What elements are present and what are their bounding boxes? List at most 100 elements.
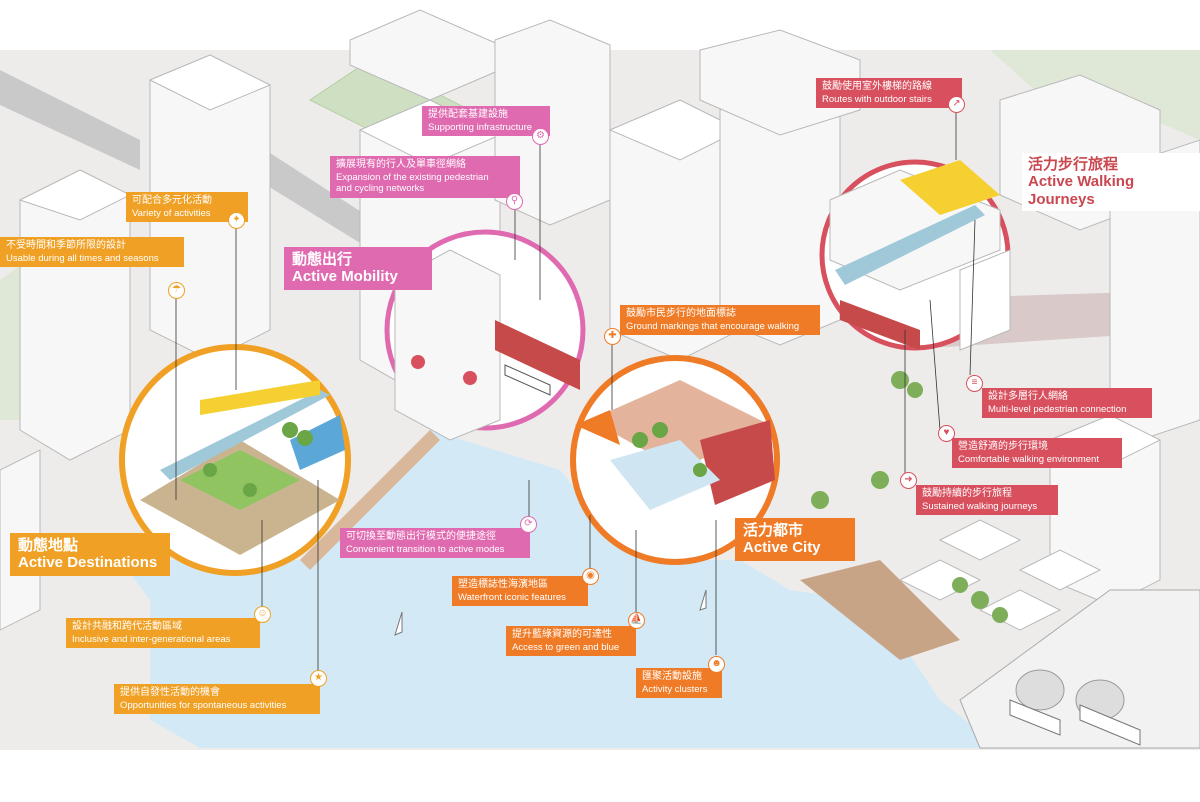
footbridge: [835, 205, 985, 285]
callout-inclusive-zh: 設計共融和跨代活動區域: [72, 621, 182, 632]
callout-comfortable-en: Comfortable walking environment: [958, 453, 1099, 465]
leader-lines: [175, 110, 976, 670]
road: [700, 420, 775, 505]
callout-expansion-zh: 擴展現有的行人及單車徑網絡: [336, 159, 466, 170]
callout-multilevel-zh: 設計多層行人網絡: [988, 391, 1068, 402]
infrastructure-icon: ⚙: [532, 128, 549, 145]
walkway: [160, 390, 330, 480]
walking-label-en: Active Walking Journeys: [1028, 173, 1135, 208]
sculpture: [575, 410, 620, 445]
callout-sustained-zh: 鼓勵持續的步行旅程: [922, 488, 1012, 499]
callout-expansion: 擴展現有的行人及單車徑網絡 Expansion of the existing …: [330, 156, 520, 199]
mobility-label-en: Active Mobility: [292, 268, 398, 286]
city-label: 活力都市 Active City: [735, 518, 855, 561]
callout-comfortable-zh: 營造舒適的步行環境: [958, 441, 1048, 452]
callout-inclusive-en: Inclusive and inter-generational areas: [72, 633, 231, 645]
activities-icon: ✦: [228, 212, 245, 229]
callout-comfortable: 營造舒適的步行環境 Comfortable walking environmen…: [952, 438, 1122, 469]
callout-variety: 可配合多元化活動 Variety of activities: [126, 192, 248, 223]
multilevel-icon: ≡: [966, 375, 983, 392]
callout-variety-en: Variety of activities: [132, 207, 211, 219]
stairs-icon: ↗: [948, 96, 965, 113]
spontaneous-icon: ★: [310, 670, 327, 687]
stairs-plaza: [900, 160, 1000, 215]
callout-sustained: 鼓勵持續的步行旅程 Sustained walking journeys: [916, 485, 1058, 516]
callout-stairs-zh: 鼓勵使用室外樓梯的路線: [822, 81, 932, 92]
mtr-logo: [411, 355, 425, 369]
journey-icon: ➜: [900, 472, 917, 489]
callout-inclusive: 設計共融和跨代活動區域 Inclusive and inter-generati…: [66, 618, 260, 649]
callout-usable-en: Usable during all times and seasons: [6, 252, 159, 264]
promenade: [300, 430, 440, 570]
station-building: [394, 249, 501, 441]
bicycle-icon: ⚲: [506, 193, 523, 210]
callout-supporting-zh: 提供配套基建設施: [428, 109, 508, 120]
mobility-label: 動態出行 Active Mobility: [284, 247, 432, 290]
sailboat: [394, 611, 403, 636]
weather-icon: ☂: [168, 282, 185, 299]
callout-usable: 不受時間和季節所限的設計 Usable during all times and…: [0, 237, 184, 268]
transition-icon: ⟳: [520, 516, 537, 533]
callout-waterfront-en: Waterfront iconic features: [458, 591, 566, 603]
callout-spontaneous-en: Opportunities for spontaneous activities: [120, 699, 287, 711]
callout-stairs: 鼓勵使用室外樓梯的路線 Routes with outdoor stairs: [816, 78, 962, 109]
cluster-icon: ☻: [708, 656, 725, 673]
callout-sustained-en: Sustained walking journeys: [922, 500, 1038, 512]
city-label-zh: 活力都市: [743, 521, 804, 539]
destinations-label-en: Active Destinations: [18, 554, 158, 572]
destinations-label-zh: 動態地點: [18, 536, 79, 554]
callout-supporting-en: Supporting infrastructure: [428, 121, 533, 133]
callout-ground: 鼓勵市民步行的地面標誌 Ground markings that encoura…: [620, 305, 820, 336]
callout-stairs-en: Routes with outdoor stairs: [822, 93, 932, 105]
road: [0, 70, 140, 170]
callout-green: 提升藍綠資源的可達性 Access to green and blue: [506, 626, 636, 657]
pier: [800, 560, 960, 660]
callout-expansion-en-2: and cycling networks: [336, 183, 425, 195]
train: [1079, 704, 1141, 746]
mobility-label-zh: 動態出行: [292, 250, 353, 268]
callout-waterfront: 塑造標誌性海濱地區 Waterfront iconic features: [452, 576, 588, 607]
callout-transition-zh: 可切換至動態出行模式的便捷途徑: [346, 531, 496, 542]
pedestrian-icon: ✚: [604, 328, 621, 345]
trees: [203, 422, 313, 497]
callout-spontaneous: 提供自發性活動的機會 Opportunities for spontaneous…: [114, 684, 320, 715]
boat-icon: ⛵: [628, 612, 645, 629]
callout-ground-en: Ground markings that encourage walking: [626, 320, 800, 332]
trees: [632, 422, 707, 477]
callout-usable-zh: 不受時間和季節所限的設計: [6, 240, 126, 251]
callout-multilevel: 設計多層行人網絡 Multi-level pedestrian connecti…: [982, 388, 1152, 419]
bus: [504, 364, 551, 396]
tower: [959, 249, 1011, 351]
callout-transition-en: Convenient transition to active modes: [346, 543, 505, 555]
callout-spontaneous-zh: 提供自發性活動的機會: [120, 687, 220, 698]
callout-clusters-zh: 匯聚活動設施: [642, 671, 702, 682]
callout-waterfront-zh: 塑造標誌性海濱地區: [458, 579, 548, 590]
callout-variety-zh: 可配合多元化活動: [132, 195, 212, 206]
mtr-logo: [463, 371, 477, 385]
callout-clusters: 匯聚活動設施 Activity clusters: [636, 668, 722, 699]
city-label-en: Active City: [743, 539, 821, 557]
pool: [290, 415, 345, 470]
camera-icon: ◉: [582, 568, 599, 585]
destinations-label: 動態地點 Active Destinations: [10, 533, 170, 576]
tunnel: [1015, 669, 1065, 711]
sailboat: [699, 589, 707, 611]
comfort-icon: ♥: [938, 425, 955, 442]
walking-label-zh: 活力步行旅程: [1028, 155, 1119, 173]
train: [1009, 699, 1061, 736]
callout-expansion-en-1: Expansion of the existing pedestrian: [336, 171, 489, 183]
callout-green-en: Access to green and blue: [512, 641, 620, 653]
callout-supporting: 提供配套基建設施 Supporting infrastructure: [422, 106, 550, 137]
road: [840, 300, 920, 350]
fountain: [610, 440, 720, 510]
family-icon: ☺: [254, 606, 271, 623]
callout-transition: 可切換至動態出行模式的便捷途徑 Convenient transition to…: [340, 528, 530, 559]
callout-clusters-en: Activity clusters: [642, 683, 708, 695]
road: [495, 320, 580, 390]
callout-ground-zh: 鼓勵市民步行的地面標誌: [626, 308, 736, 319]
callout-green-zh: 提升藍綠資源的可達性: [512, 629, 612, 640]
canopies: [200, 380, 320, 415]
walking-label: 活力步行旅程 Active Walking Journeys: [1022, 153, 1200, 211]
callout-multilevel-en: Multi-level pedestrian connection: [988, 403, 1127, 415]
